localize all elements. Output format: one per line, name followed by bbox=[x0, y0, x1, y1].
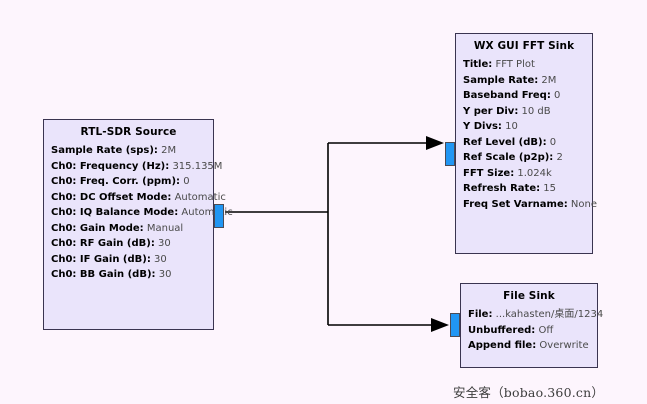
property-key: Append file: bbox=[468, 340, 537, 351]
property-value: Automatic bbox=[174, 191, 226, 203]
block-property: Unbuffered: Off bbox=[468, 323, 590, 339]
property-key: Ch0: IF Gain (dB): bbox=[51, 253, 151, 265]
block-property: Ch0: Gain Mode: Manual bbox=[51, 221, 206, 237]
property-key: Title: bbox=[463, 59, 493, 70]
property-key: Ch0: Frequency (Hz): bbox=[51, 160, 170, 172]
block-file-sink[interactable]: File Sink File: ...kahasten/桌面/1234 Unbu… bbox=[450, 283, 603, 368]
property-key: Unbuffered: bbox=[468, 324, 536, 336]
block-title: RTL-SDR Source bbox=[80, 126, 177, 138]
input-port-0[interactable] bbox=[445, 142, 455, 166]
block-title: File Sink bbox=[503, 290, 555, 302]
block-title: WX GUI FFT Sink bbox=[473, 40, 575, 52]
input-port-0[interactable] bbox=[450, 313, 460, 337]
property-key: Ch0: IQ Balance Mode: bbox=[51, 207, 179, 218]
block-property: Ref Scale (p2p): 2 bbox=[463, 150, 585, 166]
block-property: Sample Rate (sps): 2M bbox=[51, 143, 206, 159]
property-key: Y Divs: bbox=[463, 121, 502, 132]
property-value: 15 bbox=[543, 183, 557, 194]
property-key: Freq Set Varname: bbox=[463, 198, 568, 210]
property-value: 315.135M bbox=[172, 160, 223, 172]
block-property: Y Divs: 10 bbox=[463, 119, 585, 135]
property-value: Manual bbox=[146, 222, 184, 234]
watermark-text: 安全客（bobao.360.cn） bbox=[453, 385, 605, 400]
property-value: 2 bbox=[556, 152, 563, 163]
property-key: Ch0: Freq. Corr. (ppm): bbox=[51, 176, 181, 187]
property-key: Ch0: RF Gain (dB): bbox=[51, 238, 155, 249]
property-value: 2M bbox=[161, 145, 177, 156]
property-value: ...kahasten/桌面/1234 bbox=[495, 309, 604, 320]
block-property: File: ...kahasten/桌面/1234 bbox=[468, 307, 603, 323]
block-rtl-sdr-source[interactable]: RTL-SDR Source Sample Rate (sps): 2M Ch0… bbox=[43, 119, 233, 330]
block-property: Ch0: DC Offset Mode: Automatic bbox=[51, 190, 226, 206]
block-property: Refresh Rate: 15 bbox=[463, 181, 585, 197]
property-value: 10 bbox=[505, 121, 518, 132]
property-value: 30 bbox=[154, 253, 167, 265]
property-value: 30 bbox=[158, 269, 172, 280]
property-key: Baseband Freq: bbox=[463, 90, 551, 101]
property-key: Y per Div: bbox=[463, 105, 519, 117]
property-key: Ch0: DC Offset Mode: bbox=[51, 191, 172, 203]
block-wx-gui-fft-sink[interactable]: WX GUI FFT Sink Title: FFT Plot Sample R… bbox=[445, 33, 597, 254]
property-key: Sample Rate (sps): bbox=[51, 145, 158, 156]
arrowhead-file-sink bbox=[431, 318, 449, 332]
property-key: Ch0: BB Gain (dB): bbox=[51, 269, 156, 280]
arrowhead-fft-sink bbox=[426, 136, 444, 150]
block-property: Append file: Overwrite bbox=[468, 338, 590, 354]
property-value: FFT Plot bbox=[495, 59, 535, 70]
property-value: Automatic bbox=[181, 207, 233, 218]
property-key: FFT Size: bbox=[463, 167, 515, 179]
property-value: 0 bbox=[554, 90, 561, 101]
block-property: Freq Set Varname: None bbox=[463, 197, 597, 213]
block-property: Sample Rate: 2M bbox=[463, 73, 585, 89]
block-property: Ch0: IQ Balance Mode: Automatic bbox=[51, 205, 233, 221]
property-value: Overwrite bbox=[539, 340, 589, 351]
property-key: Ref Scale (p2p): bbox=[463, 152, 554, 163]
property-key: Ch0: Gain Mode: bbox=[51, 222, 144, 234]
block-property: Title: FFT Plot bbox=[463, 57, 585, 73]
property-value: 30 bbox=[158, 238, 171, 249]
property-key: Refresh Rate: bbox=[463, 183, 541, 194]
block-property: Baseband Freq: 0 bbox=[463, 88, 585, 104]
property-value: 1.024k bbox=[517, 167, 552, 179]
block-property: Ref Level (dB): 0 bbox=[463, 135, 585, 151]
block-property: Ch0: Frequency (Hz): 315.135M bbox=[51, 159, 222, 175]
property-value: Off bbox=[538, 324, 554, 336]
block-property: Ch0: RF Gain (dB): 30 bbox=[51, 236, 206, 252]
output-port-0[interactable] bbox=[214, 204, 224, 228]
property-key: Sample Rate: bbox=[463, 74, 539, 86]
property-value: 2M bbox=[541, 74, 557, 86]
block-property: Ch0: IF Gain (dB): 30 bbox=[51, 252, 206, 268]
property-value: 0 bbox=[183, 176, 190, 187]
property-key: Ref Level (dB): bbox=[463, 136, 547, 148]
block-property: FFT Size: 1.024k bbox=[463, 166, 585, 182]
block-property: Ch0: BB Gain (dB): 30 bbox=[51, 267, 206, 283]
property-value: None bbox=[570, 198, 598, 210]
property-value: 10 dB bbox=[521, 105, 551, 117]
property-key: File: bbox=[468, 309, 493, 320]
block-property: Y per Div: 10 dB bbox=[463, 104, 585, 120]
property-value: 0 bbox=[549, 136, 557, 148]
block-property: Ch0: Freq. Corr. (ppm): 0 bbox=[51, 174, 206, 190]
